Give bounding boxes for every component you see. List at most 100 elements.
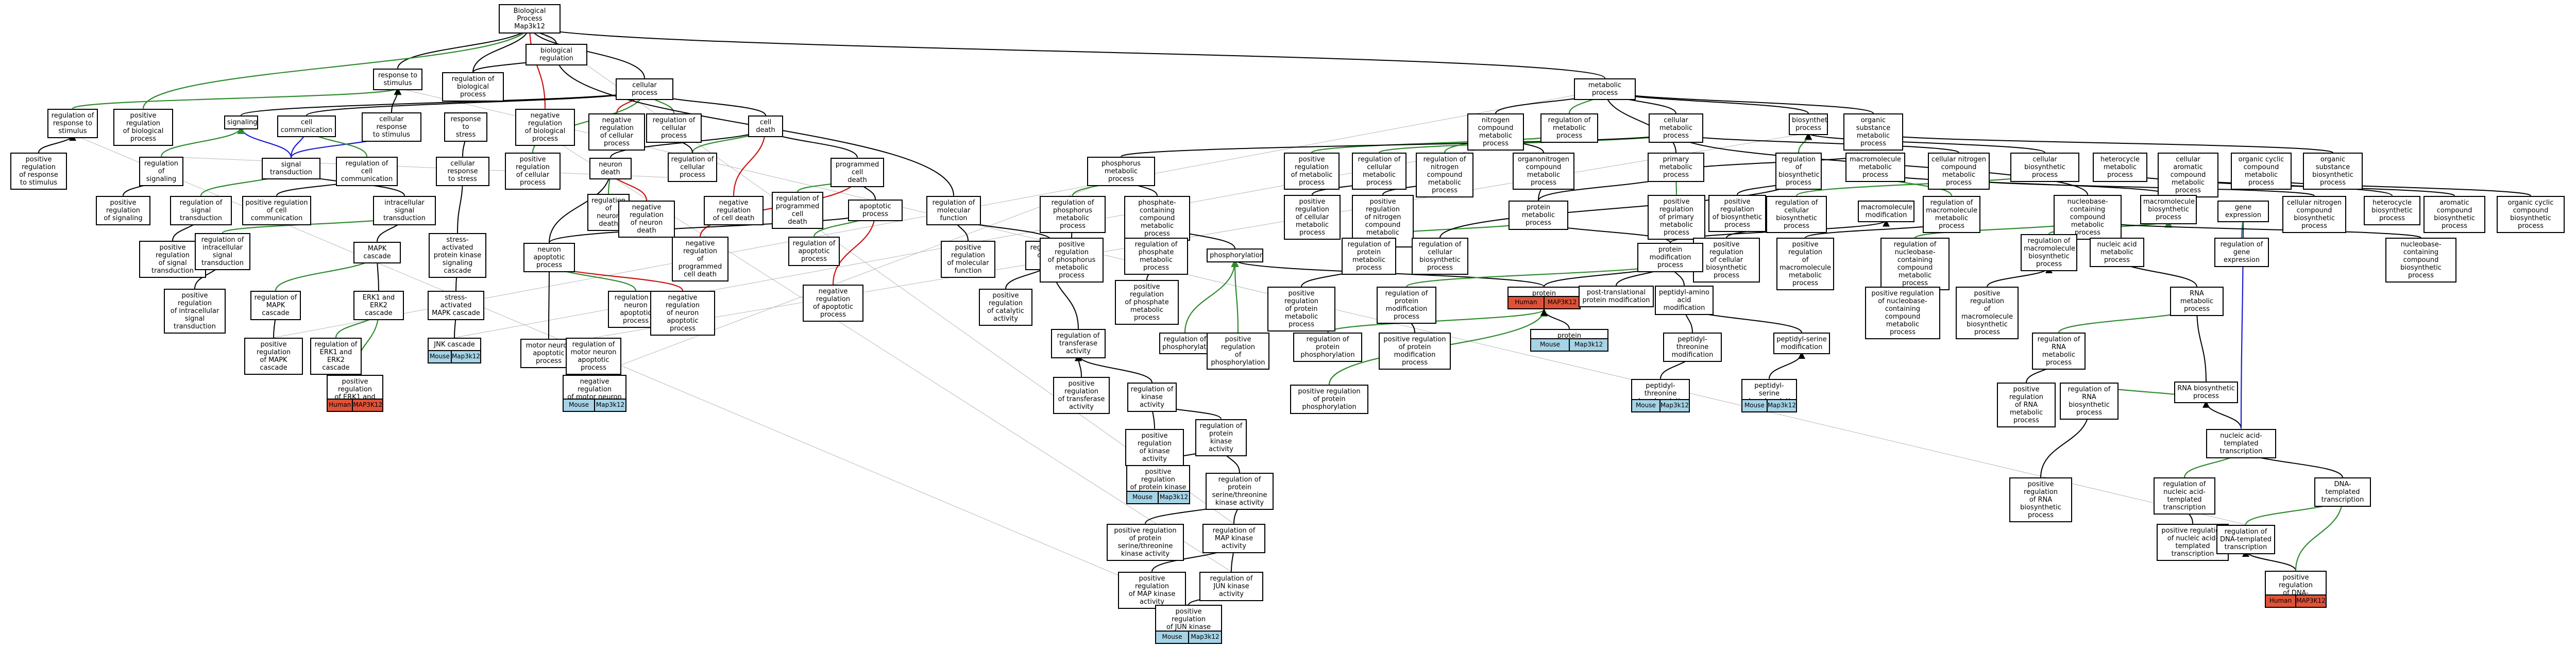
go-term-rcbsp[interactable]: regulation of cellular biosynthetic proc…: [1766, 195, 1827, 233]
go-term-rtransf[interactable]: regulation of transferase activity: [1051, 328, 1106, 358]
go-term-rpska[interactable]: regulation of protein serine/threonine k…: [1206, 472, 1274, 510]
go-term-nrcd[interactable]: negative regulation of cell death: [704, 195, 764, 225]
go-term-prmapka[interactable]: positive regulation of MAP kinase activi…: [1118, 571, 1186, 609]
go-term-phmp[interactable]: phosphorus metabolic process: [1087, 156, 1155, 186]
go-term-bsp[interactable]: biosynthetic process: [1789, 113, 1828, 136]
go-term-prncmp[interactable]: positive regulation of nitrogen compound…: [1352, 194, 1414, 247]
go-term-prca[interactable]: positive regulation of catalytic activit…: [979, 289, 1032, 326]
go-term-rst[interactable]: regulation of signal transduction: [170, 195, 232, 225]
go-term-rap[interactable]: regulation of apoptotic process: [788, 237, 840, 267]
go-term-prrts[interactable]: positive regulation of response to stimu…: [10, 153, 67, 190]
go-term-rcp[interactable]: regulation of cellular process: [646, 113, 702, 143]
go-term-rrnamp[interactable]: regulation of RNA metabolic process: [2032, 333, 2086, 370]
go-term-nrap[interactable]: negative regulation of apoptotic process: [803, 285, 863, 322]
go-term-ist[interactable]: intracellular signal transduction: [373, 195, 436, 225]
go-term-rmapk[interactable]: regulation of MAPK cascade: [250, 290, 301, 320]
go-term-rpph[interactable]: regulation of protein phosphorylation: [1293, 333, 1362, 362]
go-term-psm[interactable]: peptidyl-serine modification: [1773, 333, 1830, 355]
go-term-rncnmp[interactable]: regulation of nucleobase-containing comp…: [1880, 238, 1950, 291]
go-term-acbsp[interactable]: aromatic compound biosynthetic process: [2424, 195, 2485, 233]
go-term-nrnd[interactable]: negative regulation of neuron death: [618, 201, 675, 238]
go-term-rrts[interactable]: regulation of response to stimulus: [47, 108, 98, 138]
go-term-psam[interactable]: peptidyl-amino acid modification: [1655, 286, 1714, 316]
go-term-cp[interactable]: cellular process: [616, 78, 673, 100]
go-term-occbsp[interactable]: organic cyclic compound biosynthetic pro…: [2497, 195, 2565, 233]
go-term-pmod[interactable]: protein modification process: [1637, 242, 1703, 272]
go-term-prpph[interactable]: positive regulation of protein phosphory…: [1290, 385, 1368, 415]
go-term-cbsp[interactable]: cellular biosynthetic process: [2010, 153, 2079, 183]
go-term-prmmmp[interactable]: positive regulation of macromolecule met…: [1776, 238, 1834, 291]
go-term-bp[interactable]: Biological Process Map3k12: [499, 4, 561, 34]
go-term-prtransf[interactable]: positive regulation of transferase activ…: [1053, 376, 1110, 414]
go-term-rmmmp[interactable]: regulation of macromolecule metabolic pr…: [1923, 195, 1980, 233]
go-term-nrcp[interactable]: negative regulation of cellular process: [588, 113, 645, 151]
go-term-rpka[interactable]: regulation of protein kinase activity: [1195, 419, 1247, 456]
go-term-sig[interactable]: signaling: [224, 115, 258, 130]
go-term-nam[interactable]: nucleic acid metabolic process: [2090, 238, 2144, 268]
go-term-ptpm[interactable]: post-translational protein modification: [1579, 286, 1654, 308]
go-term-ncnbsp[interactable]: nucleobase-containing compound biosynthe…: [2385, 238, 2456, 283]
go-term-nd[interactable]: neuron death: [589, 157, 632, 179]
go-term-ptm[interactable]: peptidyl-threonine modification: [1663, 333, 1722, 362]
go-term-prpmod[interactable]: positive regulation of protein modificat…: [1379, 333, 1451, 370]
go-term-prtmp[interactable]: protein metabolic process: [1509, 201, 1568, 230]
go-term-ptp[interactable]: peptidyl-threonine phosphorylationMouseM…: [1631, 378, 1690, 413]
go-term-prncnmp[interactable]: positive regulation of nucleobase-contai…: [1865, 287, 1940, 340]
go-term-ap[interactable]: apoptotic process: [848, 200, 903, 222]
go-term-hcmp[interactable]: heterocycle metabolic process: [2093, 153, 2147, 183]
go-term-mp[interactable]: metabolic process: [1574, 78, 1636, 100]
go-term-oncmp[interactable]: organonitrogen compound metabolic proces…: [1513, 153, 1574, 190]
go-term-nrpcd[interactable]: negative regulation of programmed cell d…: [672, 237, 728, 282]
go-term-prrnabsp[interactable]: positive regulation of RNA biosynthetic …: [2009, 477, 2072, 523]
go-term-prphcmp[interactable]: positive regulation of phosphate metabol…: [1115, 279, 1179, 325]
go-term-nrnap[interactable]: negative regulation of neuron apoptotic …: [650, 290, 715, 336]
go-term-cacmp[interactable]: cellular aromatic compound metabolic pro…: [2158, 153, 2218, 198]
go-term-sapk[interactable]: stress-activated protein kinase signalin…: [429, 233, 486, 278]
go-term-rnamp[interactable]: RNA metabolic process: [2170, 287, 2224, 317]
go-term-prphos[interactable]: positive regulation of phosphorylation: [1207, 333, 1269, 370]
go-term-nrmnap[interactable]: negative regulation of motor neuron apop…: [563, 375, 626, 412]
go-term-erk[interactable]: ERK1 and ERK2 cascade: [353, 290, 404, 320]
go-term-prbsp[interactable]: positive regulation of biosynthetic proc…: [1708, 194, 1766, 232]
go-term-crs[interactable]: cellular response to stimulus: [362, 112, 421, 142]
go-term-psp[interactable]: peptidyl-serine phosphorylationMouseMap3…: [1741, 378, 1797, 413]
go-term-pcd[interactable]: programmed cell death: [831, 157, 884, 187]
go-term-rmf[interactable]: regulation of molecular function: [926, 195, 981, 225]
go-term-prbp[interactable]: positive regulation of biological proces…: [113, 108, 173, 146]
go-term-rts[interactable]: response to stimulus: [373, 68, 422, 90]
go-term-prist[interactable]: positive regulation of intracellular sig…: [164, 289, 226, 334]
go-term-rmapka[interactable]: regulation of MAP kinase activity: [1202, 523, 1265, 553]
go-term-prcc[interactable]: positive regulation of cell communicatio…: [242, 195, 311, 225]
go-term-rnabsp[interactable]: RNA biosynthetic process: [2174, 382, 2238, 404]
go-term-cd[interactable]: cell death: [748, 115, 783, 138]
go-term-prpmp2[interactable]: positive regulation of protein metabolic…: [1267, 287, 1335, 332]
go-term-prpska[interactable]: positive regulation of protein serine/th…: [1107, 523, 1184, 561]
go-term-prpka[interactable]: positive regulation of protein kinase ac…: [1126, 465, 1190, 504]
go-term-rphmp[interactable]: regulation of phosphorus metabolic proce…: [1040, 195, 1106, 233]
go-term-rpcd[interactable]: regulation of programmed cell death: [772, 192, 823, 229]
go-term-prmmbsp[interactable]: positive regulation of macromolecule bio…: [1956, 287, 2019, 340]
go-term-cmp[interactable]: cellular metabolic process: [1649, 113, 1703, 143]
go-term-nrbp[interactable]: negative regulation of biological proces…: [515, 108, 575, 146]
go-term-rphcmp[interactable]: regulation of phosphate metabolic proces…: [1124, 238, 1188, 275]
go-term-ph[interactable]: phosphorylation: [1207, 249, 1263, 263]
go-term-pmp[interactable]: primary metabolic process: [1648, 153, 1704, 183]
go-term-rncmp[interactable]: regulation of nitrogen compound metaboli…: [1416, 153, 1473, 198]
go-term-prrnamp[interactable]: positive regulation of RNA metabolic pro…: [1997, 383, 2056, 428]
go-term-ge[interactable]: gene expression: [2217, 201, 2269, 223]
go-term-cc[interactable]: cell communication: [277, 115, 336, 138]
go-term-nap[interactable]: neuron apoptotic process: [523, 242, 575, 272]
go-term-breg[interactable]: biological regulation: [526, 44, 587, 66]
go-term-osbsp[interactable]: organic substance biosynthetic process: [2303, 153, 2363, 190]
go-term-rjnk[interactable]: regulation of JUN kinase activity: [1199, 571, 1263, 601]
go-term-mapk[interactable]: MAPK cascade: [353, 241, 401, 263]
go-term-rmp[interactable]: regulation of metabolic process: [1540, 113, 1598, 143]
go-term-prerk[interactable]: positive regulation of ERK1 and ERK2 cas…: [327, 375, 383, 412]
go-term-rbsp[interactable]: regulation of biosynthetic process: [1775, 153, 1822, 190]
go-term-prcbsp[interactable]: positive regulation of cellular biosynth…: [1693, 238, 1760, 283]
go-term-crstr[interactable]: cellular response to stress: [436, 156, 489, 186]
go-term-rmnap[interactable]: regulation of motor neuron apoptotic pro…: [566, 337, 621, 375]
go-term-osmp[interactable]: organic substance metabolic process: [1843, 113, 1903, 151]
go-term-pautoph[interactable]: protein autophosphorylationMouseMap3k12: [1530, 328, 1608, 352]
